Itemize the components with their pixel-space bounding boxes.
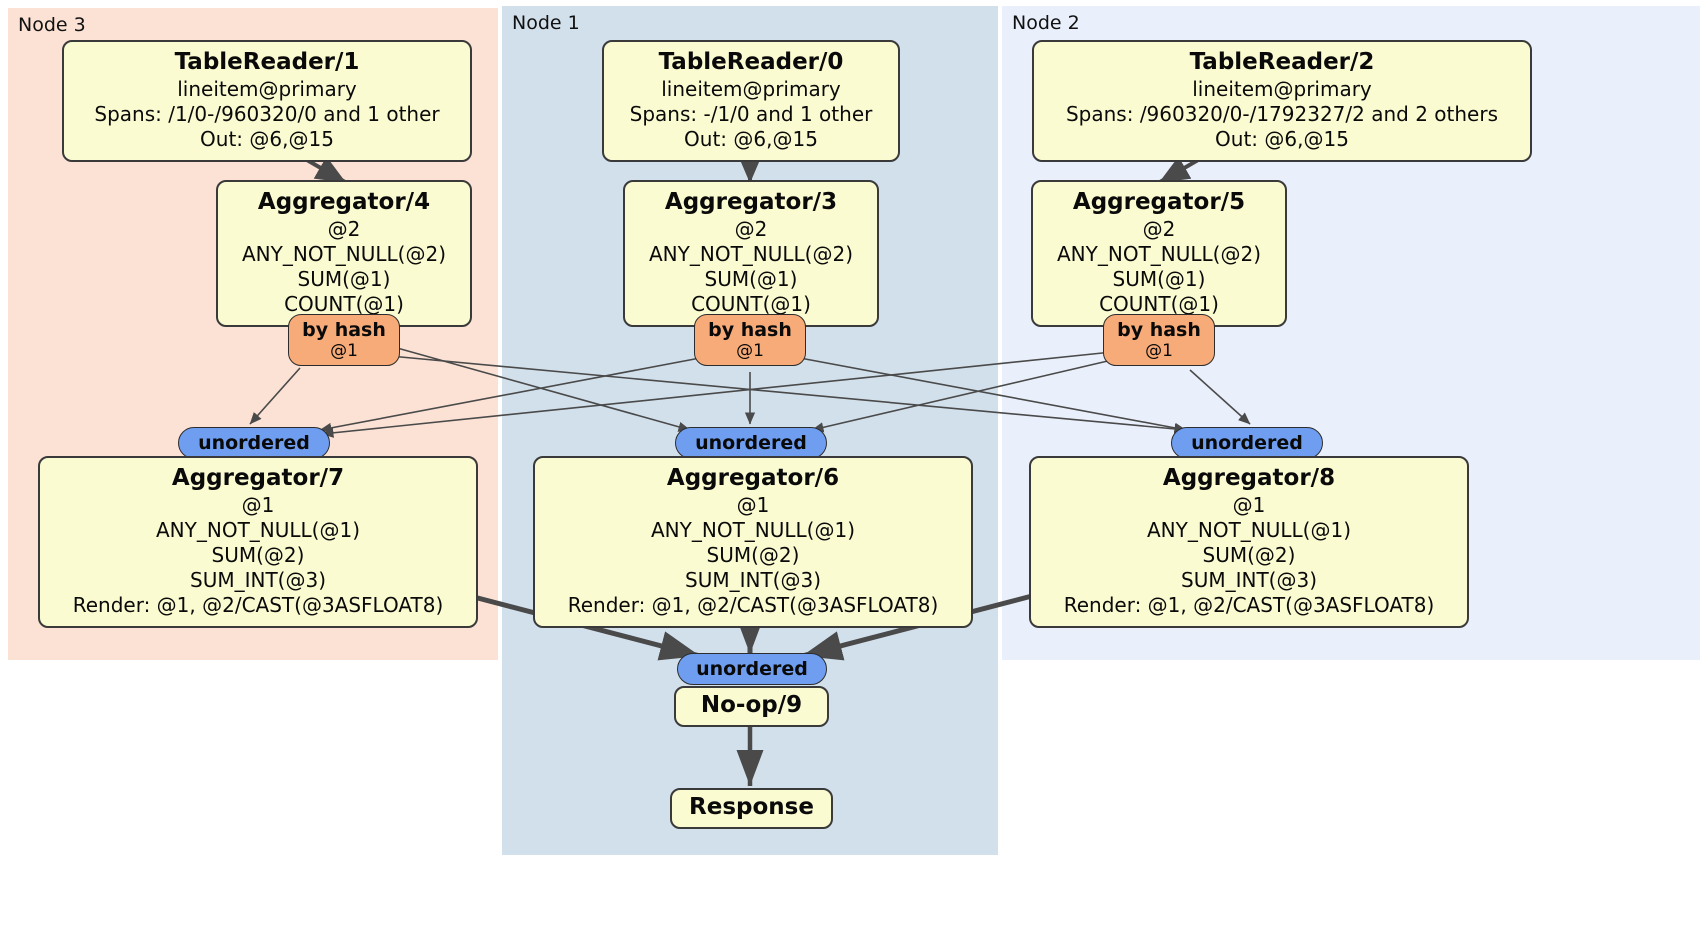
- processor-line: SUM_INT(@3): [685, 568, 821, 592]
- processor-line: Spans: /1/0-/960320/0 and 1 other: [94, 102, 440, 126]
- processor-line: @2: [1142, 217, 1176, 241]
- processor-line: Out: @6,@15: [200, 127, 334, 151]
- processor-noop-9[interactable]: No-op/9: [674, 686, 829, 727]
- processor-title: TableReader/0: [658, 49, 844, 75]
- processor-line: ANY_NOT_NULL(@2): [242, 242, 446, 266]
- processor-title: Aggregator/6: [666, 465, 840, 491]
- router-column: @1: [330, 341, 358, 361]
- processor-line: @1: [1232, 493, 1266, 517]
- processor-aggregator-3[interactable]: Aggregator/3 @2 ANY_NOT_NULL(@2) SUM(@1)…: [623, 180, 879, 327]
- processor-line: lineitem@primary: [177, 77, 357, 101]
- processor-title: Response: [689, 794, 814, 820]
- processor-line: SUM(@2): [706, 543, 800, 567]
- processor-line: ANY_NOT_NULL(@1): [156, 518, 360, 542]
- node-panel-label: Node 1: [512, 12, 580, 34]
- processor-line: lineitem@primary: [1192, 77, 1372, 101]
- router-column: @1: [1145, 341, 1173, 361]
- router-kind: by hash: [302, 319, 386, 341]
- processor-line: SUM_INT(@3): [190, 568, 326, 592]
- node-panel-label: Node 2: [1012, 12, 1080, 34]
- router-by-hash-left[interactable]: by hash @1: [288, 314, 400, 366]
- processor-line: Render: @1, @2/CAST(@3ASFLOAT8): [72, 593, 444, 617]
- processor-line: SUM(@2): [1202, 543, 1296, 567]
- processor-response[interactable]: Response: [670, 788, 833, 829]
- processor-line: ANY_NOT_NULL(@2): [1057, 242, 1261, 266]
- processor-aggregator-7[interactable]: Aggregator/7 @1 ANY_NOT_NULL(@1) SUM(@2)…: [38, 456, 478, 628]
- processor-title: Aggregator/3: [664, 189, 838, 215]
- processor-title: Aggregator/8: [1162, 465, 1336, 491]
- processor-line: @1: [241, 493, 275, 517]
- processor-line: @1: [736, 493, 770, 517]
- processor-title: No-op/9: [700, 692, 803, 718]
- router-kind: by hash: [708, 319, 792, 341]
- processor-line: ANY_NOT_NULL(@1): [651, 518, 855, 542]
- processor-tablereader-1[interactable]: TableReader/1 lineitem@primary Spans: /1…: [62, 40, 472, 162]
- processor-line: SUM_INT(@3): [1181, 568, 1317, 592]
- processor-line: ANY_NOT_NULL(@2): [649, 242, 853, 266]
- processor-title: Aggregator/7: [171, 465, 345, 491]
- processor-aggregator-5[interactable]: Aggregator/5 @2 ANY_NOT_NULL(@2) SUM(@1)…: [1031, 180, 1287, 327]
- processor-line: SUM(@1): [704, 267, 798, 291]
- processor-line: SUM(@2): [211, 543, 305, 567]
- processor-line: Out: @6,@15: [1215, 127, 1349, 151]
- processor-line: @2: [327, 217, 361, 241]
- synchronizer-unordered-left[interactable]: unordered: [178, 427, 330, 459]
- processor-title: Aggregator/5: [1072, 189, 1246, 215]
- processor-title: TableReader/1: [174, 49, 360, 75]
- processor-line: COUNT(@1): [284, 292, 404, 316]
- processor-line: Spans: -/1/0 and 1 other: [629, 102, 873, 126]
- processor-line: SUM(@1): [1112, 267, 1206, 291]
- node-panel-label: Node 3: [18, 14, 86, 36]
- router-by-hash-mid[interactable]: by hash @1: [694, 314, 806, 366]
- processor-title: TableReader/2: [1189, 49, 1375, 75]
- processor-line: Spans: /960320/0-/1792327/2 and 2 others: [1065, 102, 1498, 126]
- processor-line: Out: @6,@15: [684, 127, 818, 151]
- processor-line: SUM(@1): [297, 267, 391, 291]
- synchronizer-unordered-right[interactable]: unordered: [1171, 427, 1323, 459]
- processor-tablereader-0[interactable]: TableReader/0 lineitem@primary Spans: -/…: [602, 40, 900, 162]
- processor-line: COUNT(@1): [1099, 292, 1219, 316]
- router-by-hash-right[interactable]: by hash @1: [1103, 314, 1215, 366]
- synchronizer-unordered-mid[interactable]: unordered: [675, 427, 827, 459]
- router-kind: by hash: [1117, 319, 1201, 341]
- processor-line: @2: [734, 217, 768, 241]
- processor-aggregator-8[interactable]: Aggregator/8 @1 ANY_NOT_NULL(@1) SUM(@2)…: [1029, 456, 1469, 628]
- processor-line: COUNT(@1): [691, 292, 811, 316]
- synchronizer-unordered-final[interactable]: unordered: [677, 653, 827, 685]
- synchronizer-kind: unordered: [696, 658, 808, 680]
- processor-line: Render: @1, @2/CAST(@3ASFLOAT8): [1063, 593, 1435, 617]
- synchronizer-kind: unordered: [198, 432, 310, 454]
- processor-line: lineitem@primary: [661, 77, 841, 101]
- router-column: @1: [736, 341, 764, 361]
- synchronizer-kind: unordered: [1191, 432, 1303, 454]
- synchronizer-kind: unordered: [695, 432, 807, 454]
- processor-line: Render: @1, @2/CAST(@3ASFLOAT8): [567, 593, 939, 617]
- processor-line: ANY_NOT_NULL(@1): [1147, 518, 1351, 542]
- processor-tablereader-2[interactable]: TableReader/2 lineitem@primary Spans: /9…: [1032, 40, 1532, 162]
- processor-aggregator-6[interactable]: Aggregator/6 @1 ANY_NOT_NULL(@1) SUM(@2)…: [533, 456, 973, 628]
- processor-aggregator-4[interactable]: Aggregator/4 @2 ANY_NOT_NULL(@2) SUM(@1)…: [216, 180, 472, 327]
- processor-title: Aggregator/4: [257, 189, 431, 215]
